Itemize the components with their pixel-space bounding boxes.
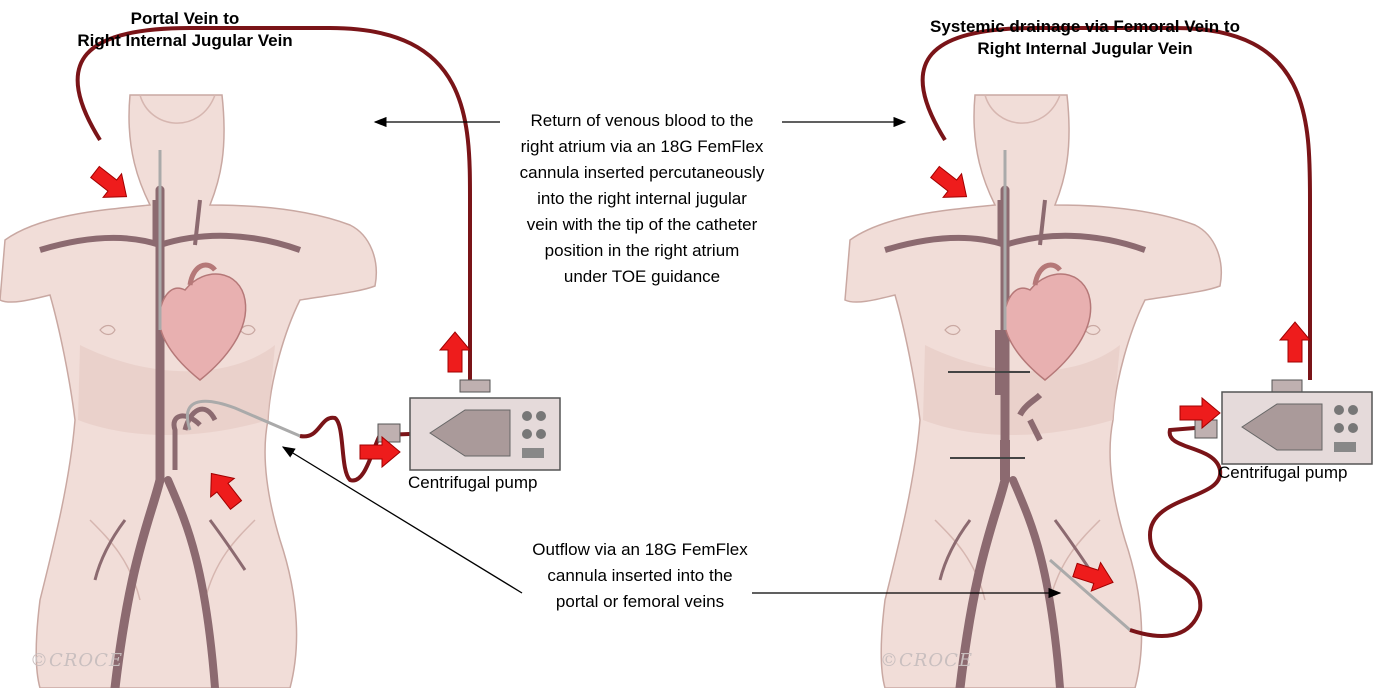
return-note-line: into the right internal jugular <box>492 186 792 212</box>
right-pump-label: Centrifugal pump <box>1218 463 1347 483</box>
outflow-note-line: cannula inserted into the <box>500 563 780 589</box>
return-note-line: vein with the tip of the catheter <box>492 212 792 238</box>
left-body <box>0 95 376 688</box>
left-title-line1: Portal Vein to <box>40 8 330 30</box>
right-title-line2: Right Internal Jugular Vein <box>895 38 1275 60</box>
left-arrow-jugular <box>86 160 136 208</box>
return-note: Return of venous blood to the right atri… <box>492 108 792 290</box>
return-note-line: under TOE guidance <box>492 264 792 290</box>
return-note-line: Return of venous blood to the <box>492 108 792 134</box>
right-pump-connector <box>1272 380 1302 392</box>
return-note-line: cannula inserted percutaneously <box>492 160 792 186</box>
left-centrifugal-pump <box>410 398 560 470</box>
left-title: Portal Vein to Right Internal Jugular Ve… <box>40 8 330 52</box>
return-note-line: position in the right atrium <box>492 238 792 264</box>
right-outflow-tubing <box>1130 428 1220 636</box>
left-arrow-pump-out <box>440 332 470 372</box>
outflow-note-line: Outflow via an 18G FemFlex <box>500 537 780 563</box>
return-note-line: right atrium via an 18G FemFlex <box>492 134 792 160</box>
right-arrow-pump-out <box>1280 322 1310 362</box>
right-title: Systemic drainage via Femoral Vein to Ri… <box>895 16 1275 60</box>
outflow-note: Outflow via an 18G FemFlex cannula inser… <box>500 537 780 615</box>
right-body <box>845 95 1221 688</box>
right-title-line1: Systemic drainage via Femoral Vein to <box>895 16 1275 38</box>
left-pump-inlet <box>378 424 400 442</box>
left-pump-label: Centrifugal pump <box>408 473 537 493</box>
right-signature: ©CROCE <box>880 650 973 671</box>
outflow-note-line: portal or femoral veins <box>500 589 780 615</box>
left-title-line2: Right Internal Jugular Vein <box>40 30 330 52</box>
left-pump-connector <box>460 380 490 392</box>
right-arrow-jugular <box>926 160 976 208</box>
left-signature: ©CROCE <box>30 650 123 671</box>
right-centrifugal-pump <box>1222 392 1372 464</box>
